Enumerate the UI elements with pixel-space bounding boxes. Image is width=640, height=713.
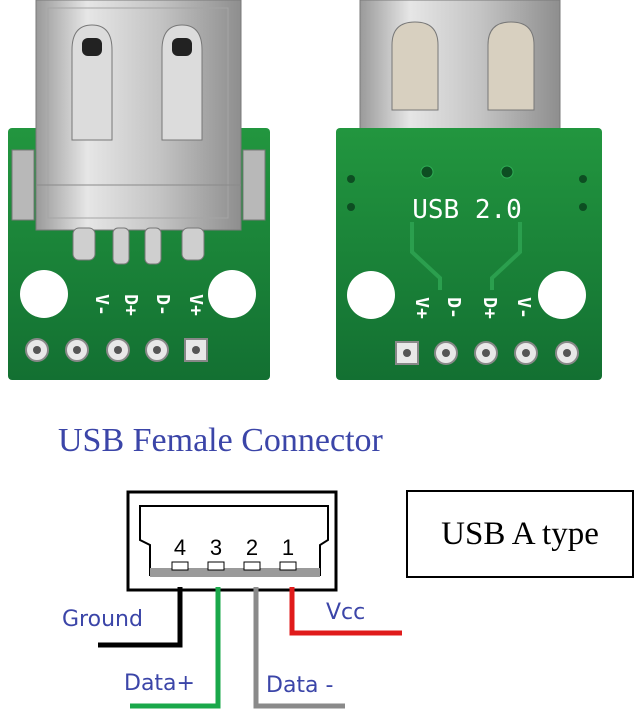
usb-shell bbox=[35, 0, 242, 231]
pad-hole bbox=[482, 349, 490, 357]
back-pin-mark: D+ bbox=[479, 297, 500, 319]
shell-window-right bbox=[487, 21, 535, 111]
shell-window-left bbox=[391, 21, 439, 111]
data-plus-wire bbox=[130, 587, 221, 709]
back-pin-mark: V- bbox=[513, 297, 534, 319]
pad-hole bbox=[192, 346, 200, 354]
pin-number: 2 bbox=[246, 535, 258, 560]
mount-tab-right bbox=[242, 149, 266, 221]
contact-4 bbox=[171, 561, 189, 571]
data-minus-label: Data - bbox=[266, 673, 333, 698]
front-pin-mark: D+ bbox=[120, 294, 141, 316]
back-pin-mark: D- bbox=[443, 297, 464, 319]
pad-hole bbox=[403, 349, 411, 357]
usb-type-box: USB A type bbox=[406, 490, 634, 578]
pin-leg-1 bbox=[181, 227, 205, 261]
mount-hole-left bbox=[347, 271, 395, 319]
spring-hole-right bbox=[172, 38, 192, 56]
usb-type-label: USB A type bbox=[441, 515, 599, 552]
via-large bbox=[420, 165, 434, 179]
front-pin-mark: V- bbox=[91, 294, 112, 316]
front-pin-mark: D- bbox=[152, 294, 173, 316]
pin-number: 1 bbox=[282, 535, 294, 560]
mount-hole-right bbox=[208, 270, 256, 318]
ground-label: Ground bbox=[62, 607, 143, 632]
ground-wire bbox=[98, 587, 183, 648]
contact-1 bbox=[279, 561, 297, 571]
via bbox=[579, 175, 587, 183]
data-minus-wire bbox=[253, 587, 345, 709]
usb-version-silkscreen: USB 2.0 bbox=[412, 195, 522, 225]
shell-inner-edge bbox=[47, 7, 229, 219]
via bbox=[347, 175, 355, 183]
pad-hole bbox=[522, 349, 530, 357]
via bbox=[579, 203, 587, 211]
pad-hole bbox=[33, 346, 41, 354]
pcb-back bbox=[336, 128, 602, 380]
shell-spring-left bbox=[71, 24, 113, 141]
back-pin-mark: V+ bbox=[411, 297, 432, 319]
pad-hole bbox=[563, 349, 571, 357]
vcc-wire bbox=[289, 587, 402, 636]
usb-board-front: V- D+ D- V+ bbox=[8, 0, 270, 380]
trace bbox=[490, 222, 522, 290]
pad-hole bbox=[73, 346, 81, 354]
diagram-title: USB Female Connector bbox=[58, 422, 383, 459]
pin-number: 4 bbox=[174, 535, 186, 560]
pin-leg-4 bbox=[72, 227, 96, 261]
trace bbox=[410, 222, 442, 290]
back-pad-row bbox=[395, 341, 579, 365]
contact-3 bbox=[207, 561, 225, 571]
via-large bbox=[500, 165, 514, 179]
vcc-label: Vcc bbox=[326, 600, 365, 625]
contact-2 bbox=[243, 561, 261, 571]
pin-leg-2 bbox=[144, 227, 162, 265]
front-pad-row bbox=[25, 338, 208, 362]
mount-hole-left bbox=[20, 270, 68, 318]
pad-hole bbox=[442, 349, 450, 357]
front-pin-mark: V+ bbox=[185, 294, 206, 316]
pad-hole bbox=[153, 346, 161, 354]
pin-number: 3 bbox=[210, 535, 222, 560]
pin-leg-3 bbox=[112, 227, 130, 265]
usb-board-back: USB 2.0 V+ D- D+ V- bbox=[336, 0, 602, 380]
mount-tab-left bbox=[11, 149, 35, 221]
shell-spring-right bbox=[161, 24, 203, 141]
contact-bar bbox=[150, 568, 320, 577]
data-plus-label: Data+ bbox=[124, 671, 195, 696]
spring-hole-left bbox=[82, 38, 102, 56]
pad-hole bbox=[114, 346, 122, 354]
via bbox=[347, 203, 355, 211]
connector-schematic: 4 3 2 1 bbox=[126, 490, 338, 592]
mount-hole-right bbox=[538, 271, 586, 319]
